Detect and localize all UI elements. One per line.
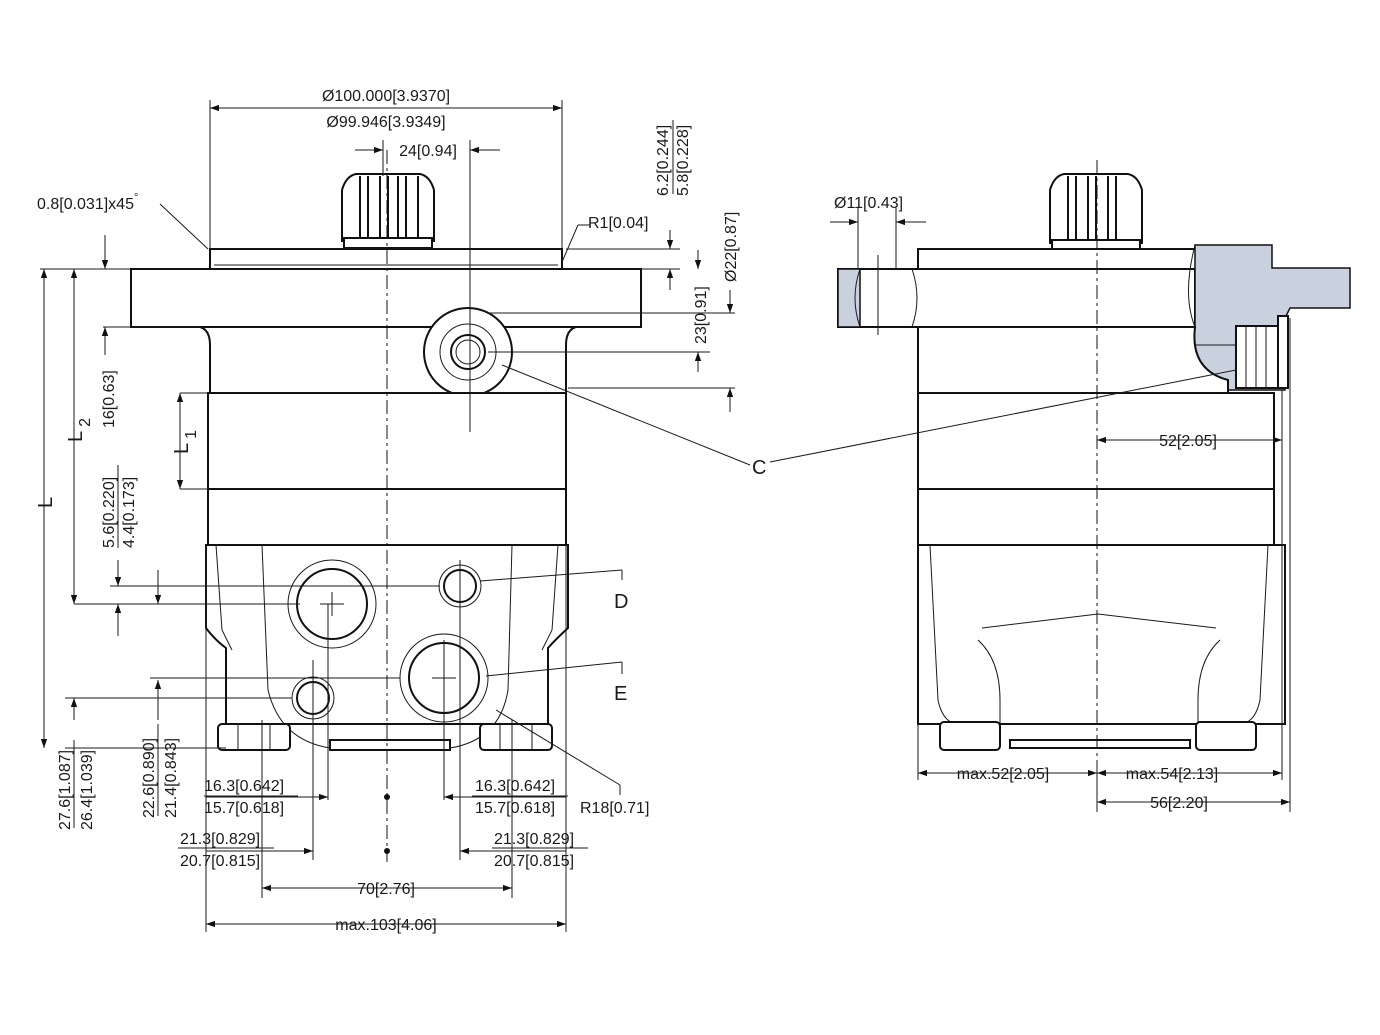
mounting-bolts	[217, 723, 553, 751]
pilot-height-min: 5.8[0.228]	[675, 125, 692, 196]
foot-max: 27.6[1.087]	[57, 750, 74, 830]
side-dimension-lines	[769, 208, 1291, 812]
radius-r1: R1[0.04]	[588, 215, 648, 232]
pilot-height-max: 6.2[0.244]	[655, 125, 672, 196]
port-right-offset-min: 15.7[0.618]	[475, 800, 555, 817]
port-distance: 70[2.76]	[357, 881, 415, 898]
label-d: D	[614, 591, 628, 613]
side-shaft	[1049, 173, 1143, 251]
mounting-flange	[130, 268, 642, 328]
side-total-extent: 56[2.20]	[1150, 795, 1208, 812]
port-right-offset-max: 16.3[0.642]	[475, 778, 555, 795]
pilot-diameter	[209, 248, 563, 270]
label-e: E	[614, 683, 627, 705]
side-view: Ø11[0.43] 52[2.05] max.52[2.05] max.54[2…	[769, 160, 1351, 812]
label-l2: L2	[65, 418, 94, 442]
dimension-lines	[40, 100, 751, 932]
radius-r18: R18[0.71]	[580, 800, 649, 817]
port-left-spacing-max: 21.3[0.829]	[180, 831, 260, 848]
port-height-max: 22.6[0.890]	[141, 738, 158, 818]
label-l1: L1	[171, 430, 200, 454]
port-left-offset-min: 15.7[0.618]	[204, 800, 284, 817]
port-right-spacing-max: 21.3[0.829]	[494, 831, 574, 848]
drain-diameter: Ø22[0.87]	[723, 212, 740, 282]
pilot-diameter-max: Ø100.000[3.9370]	[322, 88, 450, 105]
port-left-offset-max: 16.3[0.642]	[204, 778, 284, 795]
side-port-depth: 52[2.05]	[1159, 433, 1217, 450]
label-l: L	[35, 497, 57, 508]
chamfer: 0.8[0.031]x45°	[37, 192, 138, 213]
side-rear-cover	[917, 544, 1286, 725]
pilot-diameter-min: Ø99.946[3.9349]	[326, 114, 445, 131]
flange-section	[837, 268, 861, 328]
port-left-spacing-min: 20.7[0.815]	[180, 853, 260, 870]
foot-min: 26.4[1.039]	[79, 750, 96, 830]
side-gear-housing	[917, 392, 1275, 490]
side-left-extent: max.52[2.05]	[957, 766, 1050, 783]
label-c: C	[752, 457, 766, 479]
side-hole-diameter: Ø11[0.43]	[834, 195, 903, 212]
drain-offset: 23[0.91]	[693, 286, 710, 344]
flange-thickness: 16[0.63]	[101, 370, 118, 428]
side-spacer	[917, 488, 1275, 546]
overall-width: max.103[4.06]	[335, 917, 436, 934]
step-max: 5.6[0.220]	[101, 477, 118, 548]
side-right-extent: max.54[2.13]	[1126, 766, 1219, 783]
port-right-spacing-min: 20.7[0.815]	[494, 853, 574, 870]
front-view: Ø100.000[3.9370] Ø99.946[3.9349] 24[0.94…	[35, 88, 766, 934]
housing-neck	[199, 326, 577, 394]
port-height-min: 21.4[0.843]	[163, 738, 180, 818]
shaft-width: 24[0.94]	[399, 143, 457, 160]
step-min: 4.4[0.173]	[121, 477, 138, 548]
shaft-spline	[341, 173, 435, 249]
